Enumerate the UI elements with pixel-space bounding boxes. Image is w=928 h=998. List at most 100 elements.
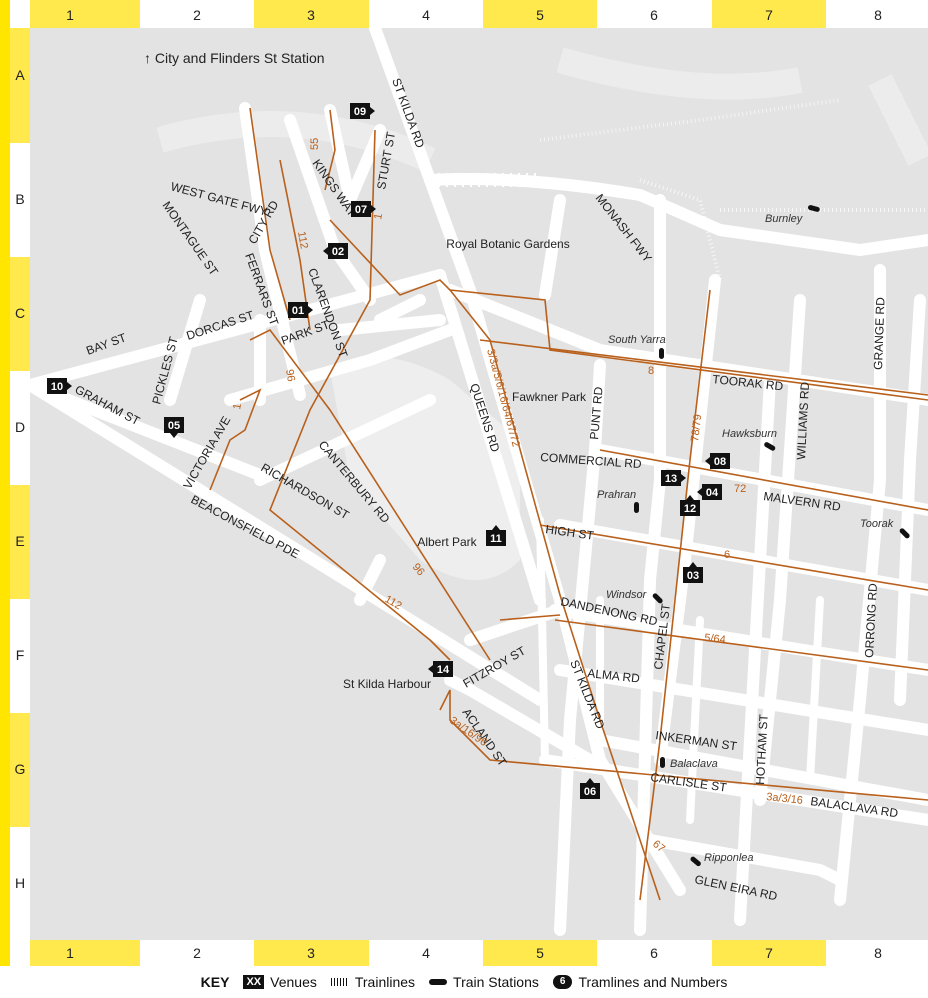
trainlines xyxy=(430,98,928,281)
venue-marker[interactable]: 07 xyxy=(351,201,376,217)
svg-text:03: 03 xyxy=(687,570,699,582)
train-station-icon xyxy=(429,979,448,985)
station-label: Windsor xyxy=(606,589,648,601)
street-label: ALMA RD xyxy=(587,666,641,685)
frame-left xyxy=(0,0,10,966)
venue-marker[interactable]: 01 xyxy=(288,302,313,318)
svg-text:08: 08 xyxy=(714,456,726,468)
venue-marker[interactable]: 08 xyxy=(705,453,730,469)
col-label: 2 xyxy=(193,7,201,23)
venue-marker[interactable]: 14 xyxy=(428,661,453,677)
row-label: E xyxy=(15,533,24,549)
col-label: 7 xyxy=(765,7,773,23)
tram-number: 72 xyxy=(734,483,746,495)
street-label: PUNT RD xyxy=(587,386,606,440)
venue-marker[interactable]: 04 xyxy=(697,484,722,500)
station-marker xyxy=(899,528,910,539)
direction-note: ↑ City and Flinders St Station xyxy=(144,50,325,66)
col-label: 3 xyxy=(307,7,315,23)
venue-marker[interactable]: 02 xyxy=(323,243,348,259)
street-label: HOTHAM ST xyxy=(753,713,771,785)
grid-top-band xyxy=(30,0,928,28)
street-label: ORRONG RD xyxy=(862,583,880,659)
key-title: KEY xyxy=(200,974,230,990)
venue-marker[interactable]: 03 xyxy=(683,562,703,583)
key-tramlines-label: Tramlines and Numbers xyxy=(578,974,728,990)
key-trainlines-label: Trainlines xyxy=(354,974,416,990)
street-label: GRANGE RD xyxy=(871,297,888,370)
col-label: 4 xyxy=(422,7,430,23)
venue-marker[interactable]: 06 xyxy=(580,778,600,799)
park-label-fawkner: Fawkner Park xyxy=(512,390,587,404)
park-label-albert: Albert Park xyxy=(417,535,477,549)
venue-marker[interactable]: 10 xyxy=(47,378,72,394)
col-label: 6 xyxy=(650,945,658,961)
map-key: KEY XX Venues Trainlines Train Stations … xyxy=(0,966,928,998)
tramlines xyxy=(209,107,928,901)
street-label: HIGH ST xyxy=(545,522,596,543)
svg-text:13: 13 xyxy=(665,473,677,485)
col-label: 3 xyxy=(307,945,315,961)
tram-number: 8 xyxy=(648,365,654,377)
col-label: 8 xyxy=(874,7,882,23)
tram-number: 96 xyxy=(283,368,297,382)
venue-marker[interactable]: 09 xyxy=(350,103,375,119)
grid-labels: 1 2 3 4 5 6 7 8 1 2 3 4 5 6 7 8 A B C D … xyxy=(15,7,883,961)
street-label: WILLIAMS RD xyxy=(794,381,812,460)
row-label: F xyxy=(16,647,25,663)
row-label: A xyxy=(15,67,25,83)
svg-text:02: 02 xyxy=(332,246,344,258)
svg-text:05: 05 xyxy=(168,420,180,432)
station-label: Hawksburn xyxy=(722,428,777,440)
tram-number: 6 xyxy=(724,549,730,561)
col-label: 1 xyxy=(66,7,74,23)
tram-number: 112 xyxy=(295,230,310,249)
station-marker xyxy=(660,757,665,768)
venue-marker[interactable]: 05 xyxy=(164,417,184,438)
venue-marker[interactable]: 12 xyxy=(680,495,700,516)
svg-text:09: 09 xyxy=(354,106,366,118)
col-label: 2 xyxy=(193,945,201,961)
key-stations-label: Train Stations xyxy=(453,974,539,990)
station-label: South Yarra xyxy=(608,334,666,346)
svg-text:04: 04 xyxy=(706,487,719,499)
station-label: Burnley xyxy=(765,213,804,225)
station-label: Toorak xyxy=(860,518,894,530)
tram-number-icon: 6 xyxy=(552,975,573,989)
station-label: Ripponlea xyxy=(704,852,754,864)
venues: 01 02 03 04 05 06 07 08 09 10 11 12 13 1… xyxy=(47,103,730,799)
key-venues-label: Venues xyxy=(270,974,317,990)
venue-marker[interactable]: 11 xyxy=(486,525,506,546)
row-label: G xyxy=(15,761,26,777)
grid-left-band xyxy=(10,28,30,940)
park-labels: Royal Botanic Gardens Fawkner Park Alber… xyxy=(343,237,587,691)
venue-sample-icon: XX xyxy=(243,975,265,989)
station-marker xyxy=(634,502,639,513)
svg-text:10: 10 xyxy=(51,381,63,393)
trainline-icon xyxy=(330,978,349,986)
station-label: Prahran xyxy=(597,489,636,501)
svg-text:12: 12 xyxy=(684,503,696,515)
svg-text:11: 11 xyxy=(490,533,502,545)
col-label: 1 xyxy=(66,945,74,961)
key-venues: XX Venues xyxy=(243,974,317,990)
grid-bottom-band xyxy=(30,940,928,966)
venue-marker[interactable]: 13 xyxy=(661,470,686,486)
key-trainlines: Trainlines xyxy=(330,974,416,990)
station-marker xyxy=(690,856,701,867)
col-label: 7 xyxy=(765,945,773,961)
station-marker xyxy=(652,593,663,604)
train-stations: Burnley South Yarra Hawksburn Prahran To… xyxy=(597,205,910,867)
tram-number: 1 xyxy=(372,212,385,220)
park-label-st-kilda-harbour: St Kilda Harbour xyxy=(343,677,431,691)
tram-number: 5/64 xyxy=(704,632,727,646)
tram-number: 55 xyxy=(309,138,321,150)
svg-text:06: 06 xyxy=(584,786,596,798)
park-label-royal-botanic: Royal Botanic Gardens xyxy=(446,237,569,251)
tram-number: 78/79 xyxy=(689,414,704,443)
svg-text:01: 01 xyxy=(292,305,304,317)
tram-number: 3a/3/16 xyxy=(766,791,804,807)
svg-text:07: 07 xyxy=(355,204,367,216)
col-label: 5 xyxy=(536,7,544,23)
svg-text:14: 14 xyxy=(437,664,450,676)
